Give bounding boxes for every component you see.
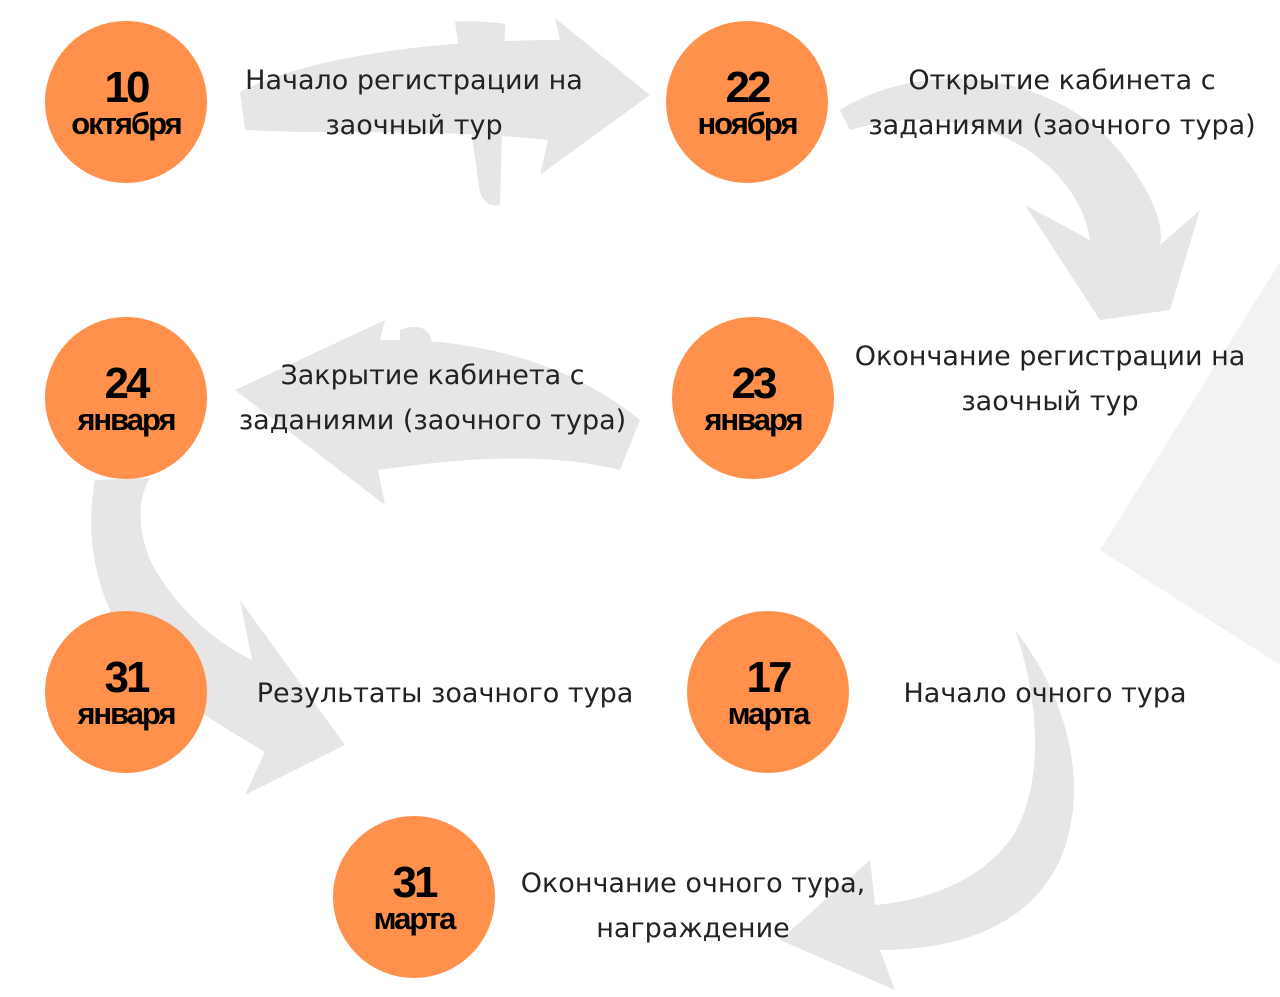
- date-month: января: [77, 695, 176, 731]
- label-line: Начало очного тура: [903, 678, 1187, 709]
- date-day: 22: [725, 62, 772, 112]
- label-line: заочный тур: [961, 386, 1139, 417]
- date-day: 23: [731, 358, 778, 408]
- arrow-left-curve-icon: [91, 478, 345, 795]
- date-month: ноября: [697, 105, 798, 141]
- label-line: Окончание регистрации на: [854, 341, 1246, 372]
- label-line: Открытие кабинета с: [908, 65, 1216, 96]
- milestone-label-1: Начало регистрации на заочный тур: [214, 58, 614, 148]
- label-line: Закрытие кабинета с: [280, 360, 585, 391]
- date-day: 17: [746, 652, 793, 702]
- date-month: января: [704, 401, 803, 437]
- date-month: января: [77, 401, 176, 437]
- milestone-label-5: Результаты зоачного тура: [245, 671, 645, 716]
- arrow-middle-tail-icon: [400, 326, 432, 431]
- date-circle-3: 24 января: [45, 317, 207, 479]
- milestone-label-6: Начало очного тура: [880, 671, 1210, 716]
- arrow-bottom-right-icon: [780, 630, 1074, 990]
- date-circle-2: 22 ноября: [666, 21, 828, 183]
- date-month: марта: [373, 900, 457, 936]
- date-circle-7: 31 марта: [333, 816, 495, 978]
- label-line: Начало регистрации на: [245, 65, 583, 96]
- label-line: Окончание очного тура,: [520, 868, 866, 899]
- arrow-right-curve-icon: [840, 78, 1200, 320]
- date-circle-4: 23 января: [672, 317, 834, 479]
- label-line: Результаты зоачного тура: [256, 678, 634, 709]
- milestone-label-2: Открытие кабинета с заданиями (заочного …: [848, 58, 1276, 148]
- date-circle-1: 10 октября: [45, 21, 207, 183]
- date-circle-6: 17 марта: [687, 611, 849, 773]
- arrow-middle-icon: [235, 320, 640, 505]
- milestone-label-4: Окончание регистрации на заочный тур: [836, 334, 1264, 424]
- label-line: заданиями (заочного тура): [868, 110, 1256, 141]
- date-circle-5: 31 января: [45, 611, 207, 773]
- milestone-label-7: Окончание очного тура, награждение: [505, 861, 881, 951]
- date-day: 24: [104, 358, 151, 408]
- date-day: 31: [104, 652, 151, 702]
- date-month: марта: [727, 695, 811, 731]
- label-line: заочный тур: [325, 110, 503, 141]
- label-line: заданиями (заочного тура): [238, 405, 627, 436]
- date-day: 10: [104, 62, 151, 112]
- date-day: 31: [392, 857, 439, 907]
- arrow-top-left-icon: [240, 18, 650, 175]
- milestone-label-3: Закрытие кабинета с заданиями (заочного …: [215, 353, 650, 443]
- background-triangle: [1100, 262, 1280, 665]
- arrow-top-left-tail-icon: [455, 21, 505, 206]
- label-line: награждение: [596, 913, 790, 944]
- date-month: октября: [71, 105, 182, 141]
